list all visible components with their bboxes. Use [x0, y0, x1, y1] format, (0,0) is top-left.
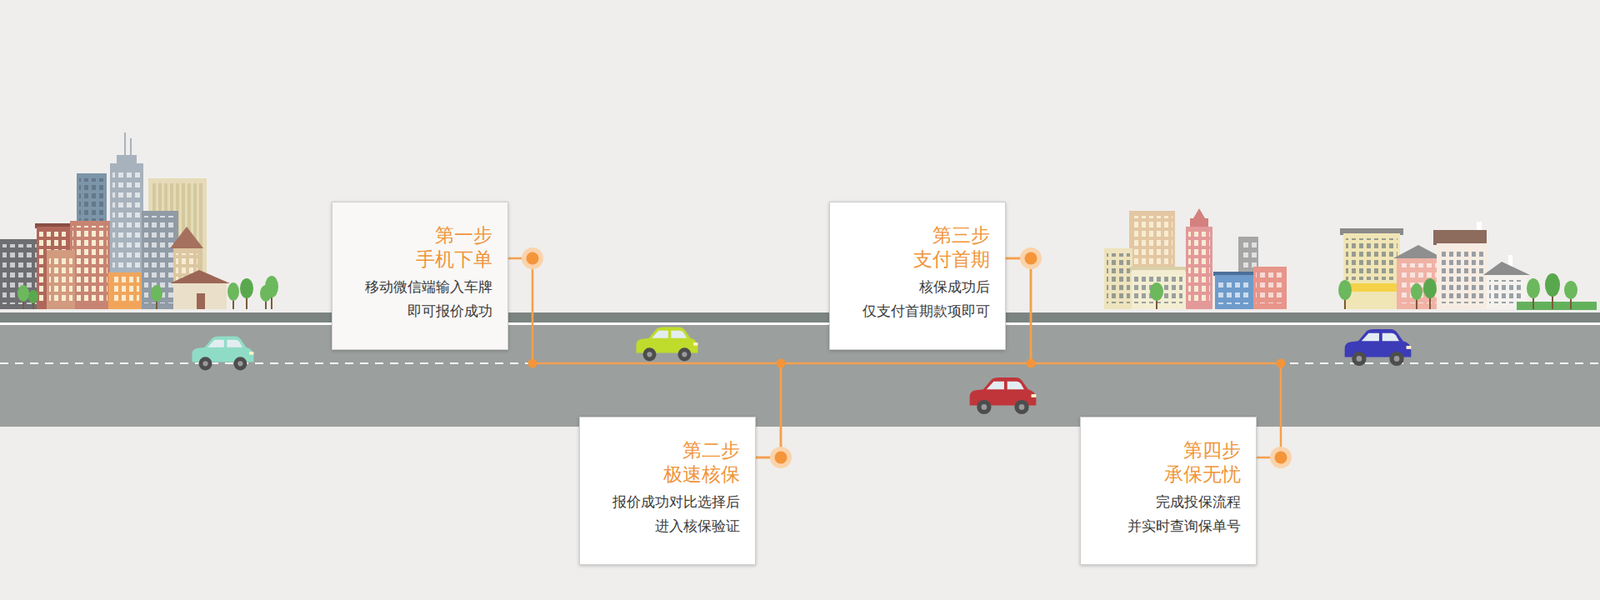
city-middle: [1134, 275, 1183, 304]
city-left: [0, 239, 40, 310]
city-left: [110, 163, 144, 310]
timeline-dot: [1026, 359, 1036, 369]
city-right: [1526, 278, 1540, 299]
city-left: [49, 255, 73, 304]
city-left: [108, 272, 142, 310]
step-marker: [775, 451, 788, 465]
city-left: [170, 270, 230, 284]
road: [0, 325, 1600, 427]
city-left: [240, 278, 254, 299]
car: [191, 335, 254, 370]
step-marker: [1025, 252, 1038, 265]
step-title: 第一步 手机下单: [396, 223, 493, 272]
city-middle: [1193, 208, 1205, 219]
tree: [17, 275, 279, 310]
city-middle: [1188, 231, 1210, 304]
city-left: [141, 210, 179, 310]
city-left: [150, 285, 163, 302]
step-marker: [521, 247, 544, 270]
city-right: [1338, 280, 1352, 300]
city-right: [1439, 248, 1485, 304]
step-marker: [1275, 451, 1288, 465]
city-right: [1516, 301, 1597, 310]
city-right: [1433, 230, 1487, 245]
road: [0, 312, 1600, 427]
timeline-dot: [776, 359, 786, 369]
city-middle: [1185, 226, 1213, 310]
step-description: 核保成功后 仅支付首期款项即可: [848, 275, 990, 324]
city-left: [144, 215, 176, 304]
city-middle: [1215, 275, 1254, 310]
step-description: 移动微信端输入车牌 即可报价成功: [350, 275, 493, 324]
step-marker: [1020, 247, 1042, 270]
city-left: [2, 244, 38, 305]
city-left: [227, 282, 240, 301]
city-middle: [1253, 266, 1287, 310]
city-middle: [1217, 279, 1251, 305]
city-middle: [1106, 253, 1130, 304]
city-right: [1338, 221, 1597, 310]
city-left: [196, 293, 205, 310]
city-left: [110, 276, 140, 304]
city-middle: [1150, 282, 1164, 301]
city-right: [1489, 280, 1525, 304]
car: [1345, 329, 1412, 366]
city-right: [1393, 245, 1444, 259]
road: [0, 312, 1600, 323]
city-left: [28, 290, 39, 304]
city-middle: [1255, 271, 1285, 304]
step-box: 第一步 手机下单移动微信端输入车牌 即可报价成功: [331, 201, 509, 350]
timeline-dot: [528, 359, 538, 369]
city-left: [70, 220, 110, 310]
city-right: [1508, 255, 1513, 267]
tree: [1150, 282, 1164, 310]
city-left: [17, 285, 30, 302]
tree: [1338, 273, 1578, 310]
step-marker: [526, 252, 540, 265]
city-right: [1423, 278, 1437, 299]
step-box: 第二步 极速核保报价成功对比选择后 进入核保验证: [579, 416, 756, 565]
step-description: 报价成功对比选择后 进入核保验证: [598, 490, 740, 539]
city-middle: [1190, 218, 1209, 227]
city-middle: [1104, 248, 1133, 310]
city-left: [46, 250, 75, 310]
city-middle: [1131, 270, 1185, 310]
city-left: [170, 226, 204, 249]
step-description: 完成投保流程 并实时查询保单号: [1099, 490, 1241, 539]
car: [970, 377, 1037, 415]
city-right: [1345, 238, 1398, 280]
step-title: 第四步 承保无忧: [1145, 438, 1241, 487]
city-right: [1410, 283, 1423, 300]
city-right: [1483, 261, 1530, 275]
city-right: [1396, 258, 1440, 310]
step-title: 第三步 支付首期: [894, 223, 990, 272]
step-title: 第二步 极速核保: [644, 438, 740, 487]
city-right: [1436, 243, 1487, 310]
timeline-dot: [1276, 359, 1286, 369]
city-right: [1564, 280, 1578, 300]
step-marker: [770, 446, 792, 469]
road: [0, 322, 1600, 325]
city-middle: [1104, 208, 1287, 310]
city-left: [0, 132, 279, 310]
city-right: [1343, 283, 1400, 292]
step-box: 第三步 支付首期核保成功后 仅支付首期款项即可: [829, 201, 1006, 350]
city-right: [1343, 233, 1400, 310]
city-right: [1399, 263, 1438, 304]
step-marker: [1270, 446, 1292, 469]
city-left: [173, 283, 227, 310]
city-left: [72, 225, 108, 304]
car: [635, 326, 698, 361]
step-box: 第四步 承保无忧完成投保流程 并实时查询保单号: [1080, 416, 1257, 565]
city-left: [265, 275, 279, 298]
city-right: [1545, 273, 1560, 297]
timeline-dot: [528, 359, 1286, 369]
